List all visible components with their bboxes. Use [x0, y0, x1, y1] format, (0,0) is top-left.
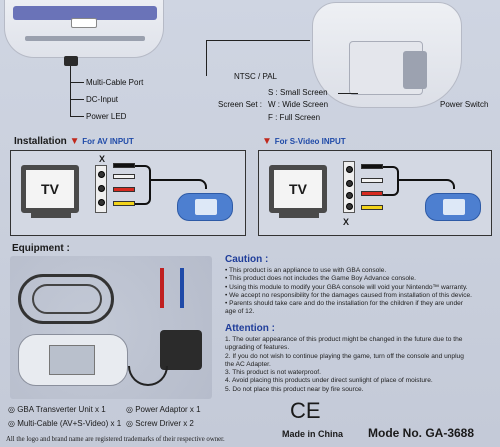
tv-stand	[279, 213, 319, 218]
svideo-input-label: For S-Video INPUT	[274, 137, 346, 146]
model-number: Mode No. GA-3688	[368, 426, 475, 440]
tv-stand	[31, 213, 71, 218]
attention-item: 1. The outer appearance of this product …	[225, 336, 463, 343]
equipment-item: ◎ Screw Driver x 2	[126, 419, 194, 428]
console-port	[71, 18, 97, 28]
equipment-item: ◎ Power Adaptor x 1	[126, 405, 201, 414]
power-adaptor	[160, 330, 202, 370]
ntsc-pal-label: NTSC / PAL	[234, 72, 277, 81]
red-audio-plug	[113, 187, 135, 192]
yellow-video-plug	[361, 205, 383, 210]
installation-heading: Installation ▼ For AV INPUT	[14, 136, 134, 147]
attention-item: 4. Avoid placing this products under dir…	[225, 377, 433, 385]
arrow-down-icon: ▼	[262, 136, 272, 147]
caution-title: Caution :	[225, 254, 269, 265]
gba-icon	[177, 193, 233, 221]
small-screen-label: S : Small Screen	[268, 88, 328, 97]
equipment-photo	[10, 256, 212, 399]
white-audio-plug	[113, 174, 135, 179]
caution-item: • Using this module to modify your GBA c…	[225, 283, 468, 291]
svideo-plug	[361, 164, 383, 169]
ce-mark: CE	[290, 398, 321, 423]
red-audio-plug	[361, 191, 383, 196]
made-in-label: Made in China	[282, 429, 344, 439]
arrow-down-icon: ▼	[69, 136, 80, 147]
screen-set-switch	[403, 51, 427, 89]
screwdriver-red	[160, 268, 164, 308]
multi-cable-port-illustration	[64, 56, 78, 66]
svideo-cable-run	[399, 179, 455, 189]
full-screen-label: F : Full Screen	[268, 113, 321, 122]
power-led-label: Power LED	[86, 112, 127, 121]
equipment-item: ◎ GBA Transverter Unit x 1	[8, 405, 106, 414]
transverter-unit	[18, 334, 128, 386]
attention-title: Attention :	[225, 323, 275, 334]
svideo-cable	[383, 166, 399, 196]
caution-item: • We accept no responsibility for the da…	[225, 291, 473, 299]
caution-item: age of 12.	[225, 308, 255, 316]
svideo-heading: ▼ For S-Video INPUT	[262, 136, 346, 147]
svideo-jack-panel	[343, 161, 355, 213]
gba-icon	[425, 193, 481, 221]
av-cable	[135, 165, 151, 205]
attention-item: upgrading of features.	[225, 344, 290, 352]
caution-item: • Parents should take care and do the in…	[225, 300, 463, 308]
trademark-notice: All the logo and brand name are register…	[6, 436, 225, 443]
multi-cable-coil	[18, 274, 114, 324]
svideo-plug	[113, 163, 135, 168]
attention-item: the AC Adapter.	[225, 360, 271, 368]
caution-item: • This product does not includes the Gam…	[225, 275, 416, 283]
caution-item: • This product is an appliance to use wi…	[225, 267, 387, 274]
svideo-input-diagram: TV X	[258, 150, 492, 236]
white-audio-plug	[361, 178, 383, 183]
dc-input-label: DC-Input	[86, 95, 119, 104]
screwdriver-blue	[180, 268, 184, 308]
installation-title: Installation	[14, 136, 67, 147]
yellow-video-plug	[113, 201, 135, 206]
tv-icon: TV	[21, 165, 79, 213]
multi-cable-port-label: Multi-Cable Port	[86, 78, 144, 87]
tv-label: TV	[289, 181, 307, 197]
tv-label: TV	[41, 181, 59, 197]
equipment-heading: Equipment :	[12, 243, 70, 254]
screen-set-label: Screen Set :	[218, 100, 263, 109]
composite-not-used-mark: X	[343, 217, 350, 227]
av-cable-run	[151, 179, 207, 189]
gba-console-back-view	[312, 2, 462, 108]
console-trim	[13, 6, 157, 20]
attention-item: 3. This product is not waterproof.	[225, 369, 321, 377]
console-slot	[25, 36, 145, 41]
attention-item: 2. If you do not wish to continue playin…	[225, 352, 464, 360]
svideo-not-used-mark: X	[99, 154, 106, 164]
av-input-diagram: TV X	[10, 150, 246, 236]
attention-item: 5. Do not place this product near by fir…	[225, 385, 364, 393]
tv-icon: TV	[269, 165, 327, 213]
wide-screen-label: W : Wide Screen	[268, 100, 329, 109]
av-input-label: For AV INPUT	[82, 137, 134, 146]
caution-list: • This product is an appliance to use wi…	[225, 267, 495, 317]
power-switch-label: Power Switch	[440, 100, 489, 109]
equipment-item: ◎ Multi-Cable (AV+S-Video) x 1	[8, 419, 122, 428]
attention-list: 1. The outer appearance of this product …	[225, 336, 495, 394]
av-jack-panel	[95, 165, 107, 213]
gba-console-bottom-view	[4, 0, 164, 58]
